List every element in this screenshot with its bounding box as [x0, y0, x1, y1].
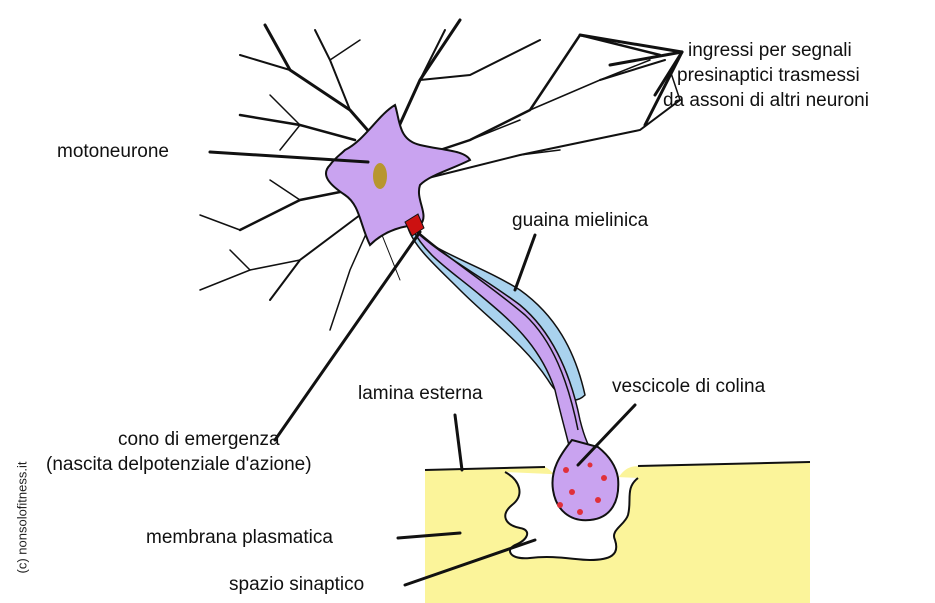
label-external-lamina: lamina esterna — [358, 383, 483, 405]
label-axon-hillock-line1: cono di emergenza — [118, 429, 280, 451]
axon — [412, 228, 595, 458]
label-choline-vesicles: vescicole di colina — [612, 376, 765, 398]
label-plasma-membrane: membrana plasmatica — [146, 527, 333, 549]
label-synaptic-cleft: spazio sinaptico — [229, 574, 364, 596]
nucleus — [373, 163, 387, 189]
label-inputs-line3: da assoni di altri neuroni — [663, 90, 869, 112]
dendrites — [200, 20, 680, 330]
label-inputs-line2: presinaptici trasmessi — [677, 65, 860, 87]
copyright-credit: (c) nonsolofitness.it — [15, 462, 30, 574]
label-myelin-sheath: guaina mielinica — [512, 210, 648, 232]
label-axon-hillock-line2: (nascita delpotenziale d'azione) — [46, 454, 312, 476]
label-motoneuron: motoneurone — [57, 141, 169, 163]
synaptic-terminal — [552, 440, 618, 520]
label-inputs-line1: ingressi per segnali — [688, 40, 852, 62]
